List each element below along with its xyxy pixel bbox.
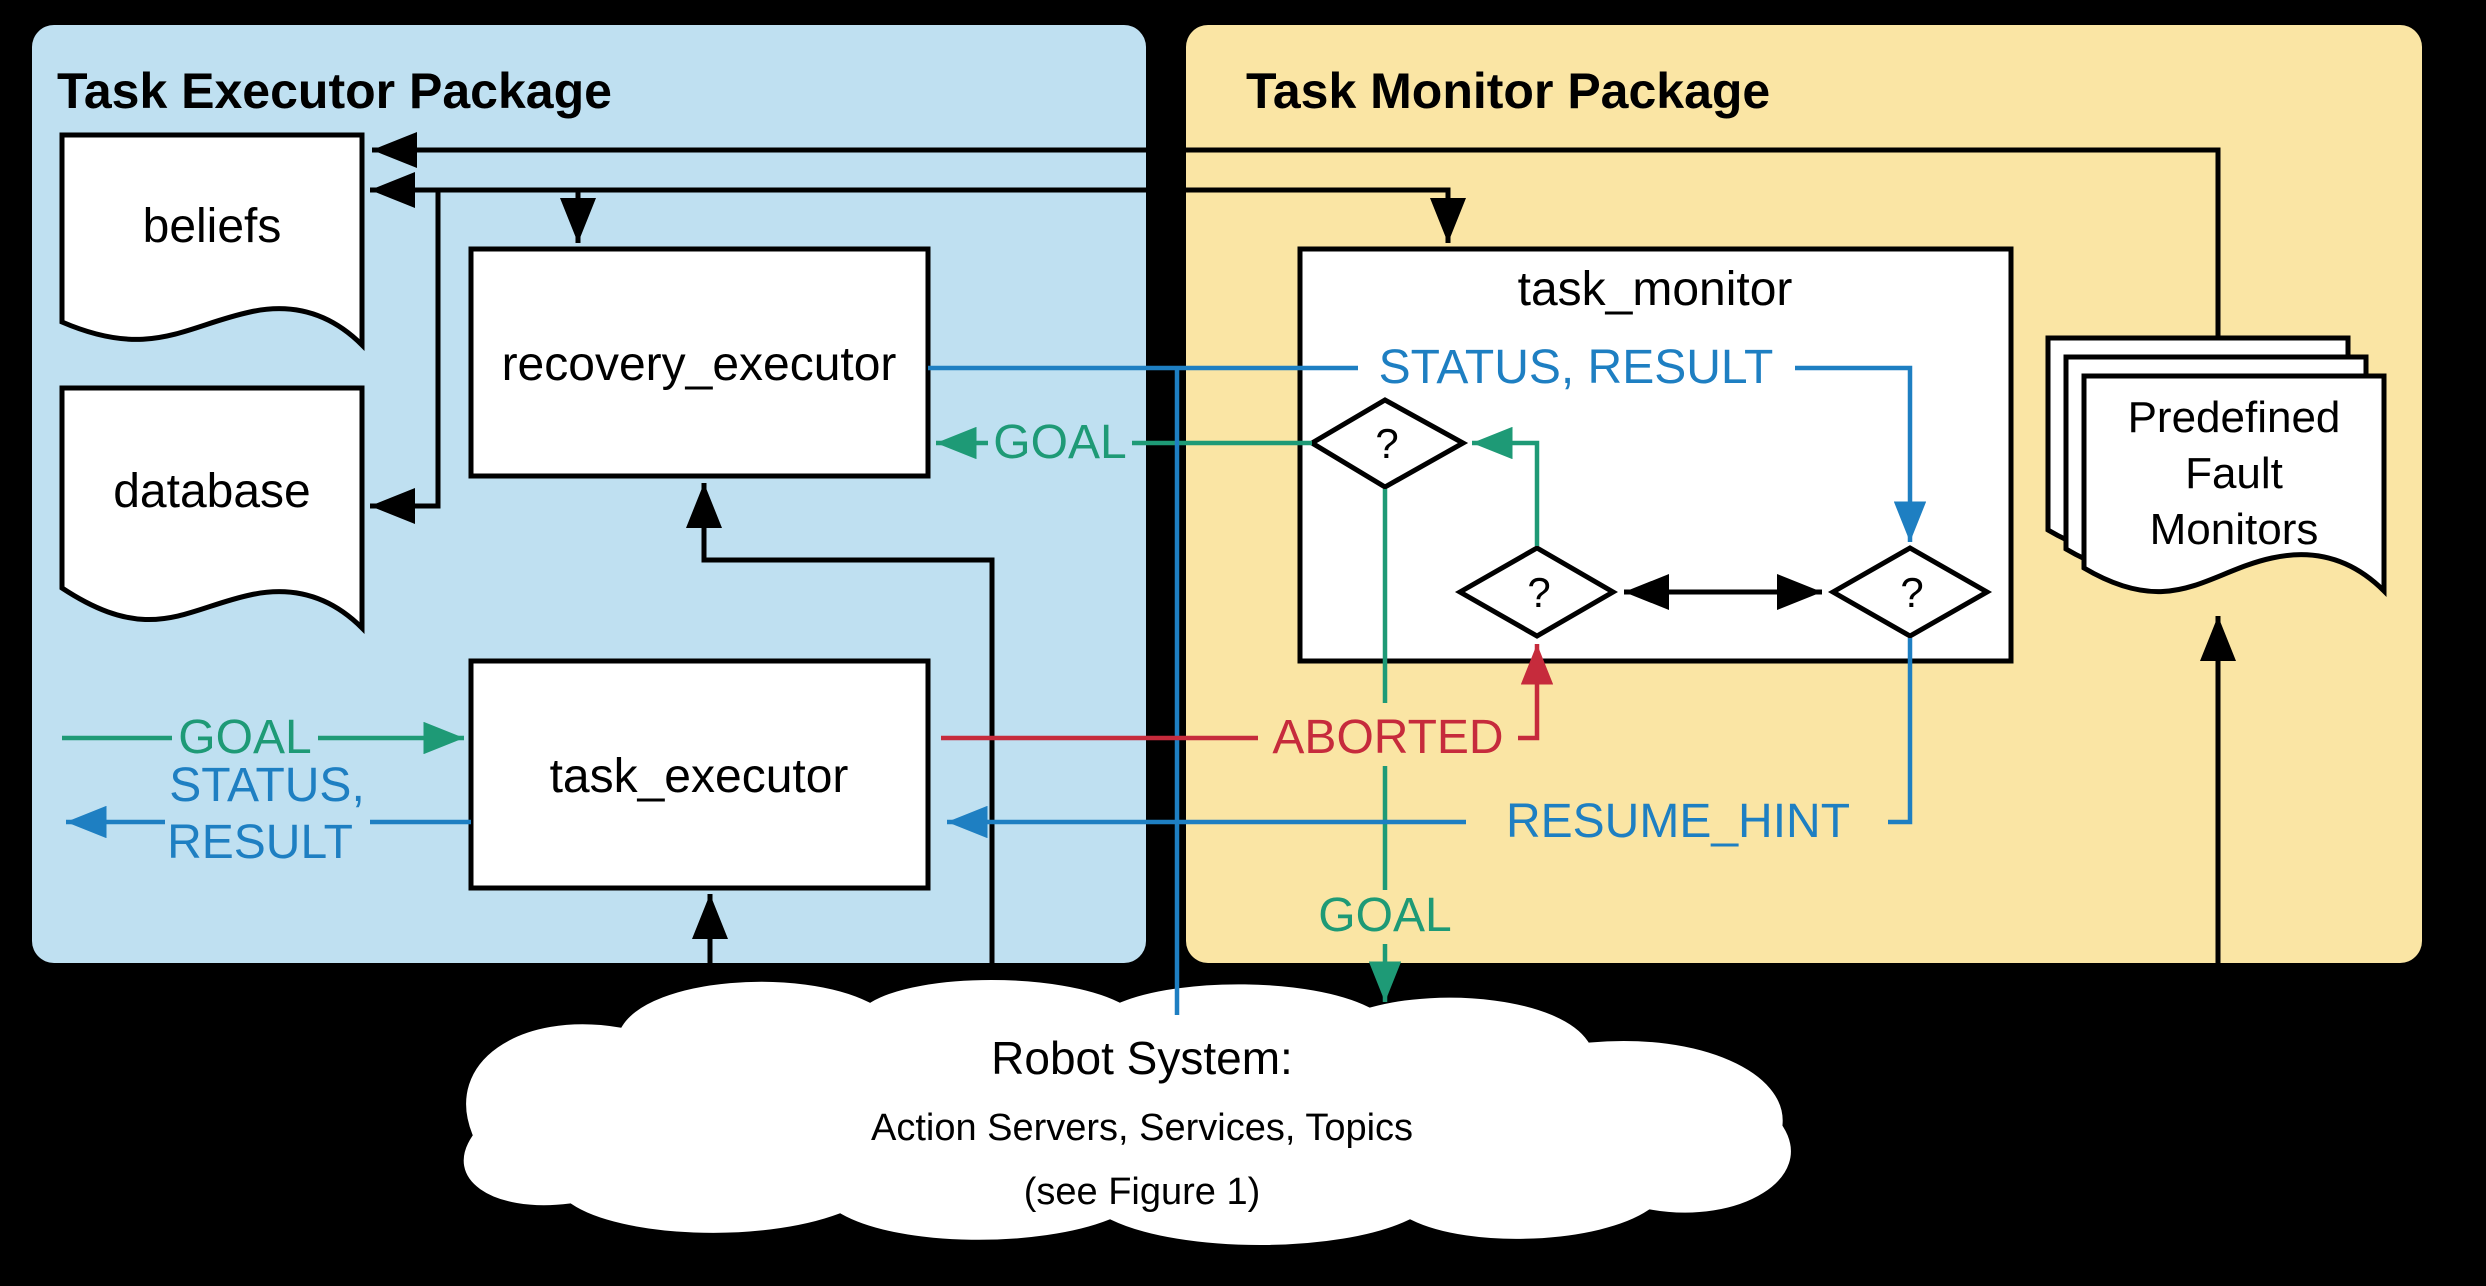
edge-aborted-into-center-diamond	[1518, 644, 1554, 741]
edge-monitor-updates-to-beliefs-and-taskmonitor	[370, 172, 1466, 243]
decision-diamond-right-label: ?	[1900, 569, 1923, 616]
recovery-executor-label: recovery_executor	[502, 338, 897, 391]
node-fault-monitors	[2081, 373, 2387, 598]
decision-diamond-left-label: ?	[1375, 420, 1398, 467]
node-recovery-executor	[468, 246, 931, 479]
edge-resume-hint-down-segment	[1888, 638, 1913, 825]
task-monitor-label: task_monitor	[1518, 263, 1793, 316]
edge-label-status-out-line2: RESULT	[167, 816, 353, 869]
decision-diamond-center	[1454, 545, 1618, 639]
edge-status-into-right-diamond	[1795, 365, 1927, 542]
edge-label-goal-recovery: GOAL	[993, 416, 1126, 469]
cloud-label-line3: (see Figure 1)	[1024, 1171, 1261, 1213]
edge-branch-to-database	[370, 190, 441, 524]
node-database	[59, 385, 365, 635]
fault-monitors-label-line3: Monitors	[2150, 505, 2319, 554]
decision-diamond-center-label: ?	[1527, 569, 1550, 616]
panel-title-task-executor: Task Executor Package	[57, 63, 612, 119]
edge-robot-to-recovery-executor-bottom	[686, 483, 995, 963]
database-label: database	[113, 465, 311, 518]
edge-label-status-out-line1: STATUS,	[169, 759, 365, 812]
robot-system-cloud	[458, 975, 1796, 1250]
edge-center-diamond-to-left-diamond	[1472, 426, 1540, 546]
fault-monitors-label-line2: Fault	[2185, 449, 2283, 498]
fault-monitors-label-line1: Predefined	[2128, 393, 2341, 442]
decision-diamond-left	[1307, 397, 1469, 490]
cloud-label-line1: Robot System:	[991, 1032, 1293, 1084]
task-executor-label: task_executor	[550, 750, 849, 803]
edge-faultmonitors-to-beliefs	[372, 132, 2221, 340]
edge-label-status-result-monitor: STATUS, RESULT	[1379, 341, 1774, 394]
edge-label-goal-in: GOAL	[178, 711, 311, 764]
panel-title-task-monitor: Task Monitor Package	[1246, 63, 1770, 119]
edge-label-resume-hint: RESUME_HINT	[1506, 795, 1850, 848]
node-task-executor	[468, 658, 931, 891]
edge-label-goal-robot: GOAL	[1318, 889, 1451, 942]
node-beliefs	[59, 132, 365, 352]
cloud-label-line2: Action Servers, Services, Topics	[871, 1107, 1413, 1149]
edge-label-aborted: ABORTED	[1272, 711, 1503, 764]
decision-diamond-right	[1827, 545, 1993, 639]
beliefs-label: beliefs	[143, 200, 282, 253]
